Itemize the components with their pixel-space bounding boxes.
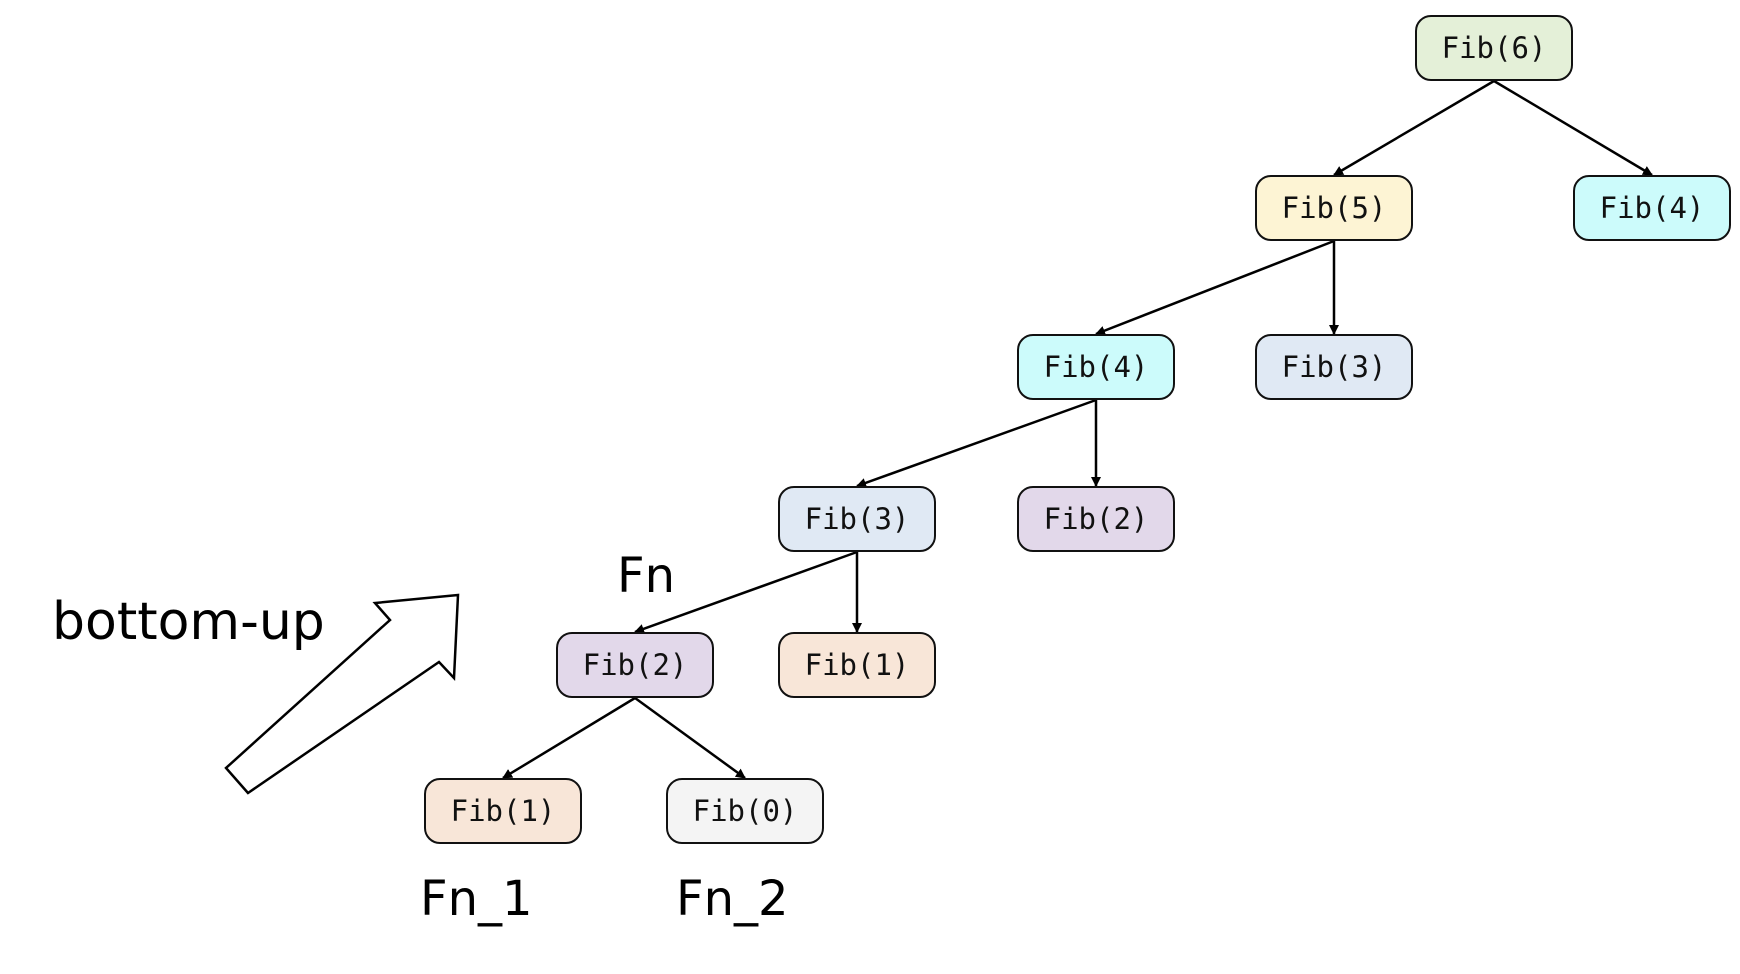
node-fib-0: Fib(0) [666, 778, 824, 844]
edge-n2-n1 [502, 696, 636, 780]
node-fib-4: Fib(4) [1017, 334, 1175, 400]
node-fib-6: Fib(6) [1415, 15, 1573, 81]
fn-2-label: Fn_2 [676, 871, 789, 927]
edge-n4-n3 [856, 398, 1097, 488]
edge-n2-n0 [634, 696, 746, 780]
edge-n3-n2 [634, 550, 858, 634]
node-fib-5: Fib(5) [1255, 175, 1413, 241]
edge-n6-n5 [1333, 79, 1495, 177]
fn-label: Fn [617, 548, 676, 604]
node-fib-2: Fib(2) [556, 632, 714, 698]
node-fib-4-right: Fib(4) [1573, 175, 1731, 241]
node-fib-1-right: Fib(1) [778, 632, 936, 698]
node-fib-3: Fib(3) [778, 486, 936, 552]
edge-n5-n4 [1095, 239, 1335, 336]
bottom-up-arrow-icon [224, 593, 460, 795]
node-fib-3-right: Fib(3) [1255, 334, 1413, 400]
node-fib-1: Fib(1) [424, 778, 582, 844]
bottom-up-label: bottom-up [52, 592, 325, 652]
fn-1-label: Fn_1 [420, 871, 533, 927]
node-fib-2-right: Fib(2) [1017, 486, 1175, 552]
edge-n6-n4r [1493, 79, 1653, 177]
